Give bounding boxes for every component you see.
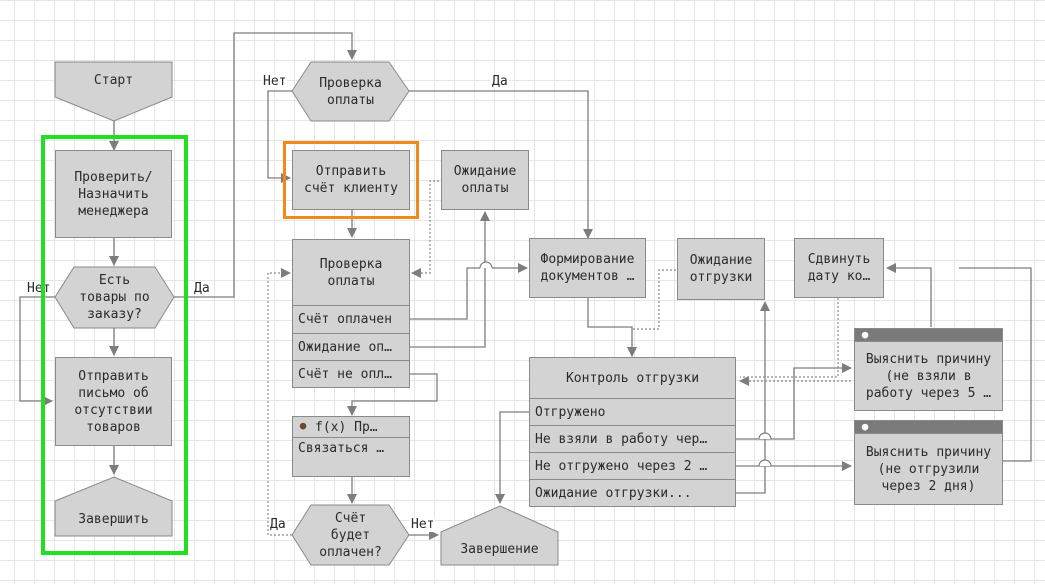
edge-label-yes-bottom: Да [269, 517, 287, 532]
edge-docs-to-control [587, 298, 637, 357]
send-invoice-box[interactable]: Отправить счёт клиенту [283, 141, 419, 219]
ship-row-shipped[interactable]: Отгружено [529, 399, 736, 426]
send-no-goods-letter-box[interactable]: Отправить письмо об отсутствии товаров [55, 357, 172, 446]
edge-paid-to-docs [410, 267, 480, 320]
finish-bottom-label: Завершение [460, 541, 539, 557]
ship-row-waiting[interactable]: Ожидание отгрузки... [529, 480, 736, 507]
pay-row-not-paid[interactable]: Счёт не опл… [292, 361, 410, 388]
edge-waitpay-return [411, 180, 439, 278]
finish-left-label: Завершить [78, 511, 149, 527]
reason1-task-bar [854, 328, 1003, 342]
edge-notpaid-to-fx [347, 373, 438, 416]
will-be-paid-label: Счёт будет оплачен? [319, 510, 382, 560]
ship-row-not-taken[interactable]: Не взяли в работу чер… [529, 426, 736, 453]
fx-task-header[interactable]: f(x) Пр… [292, 416, 410, 438]
edge-label-yes-left: Да [193, 281, 211, 296]
person-icon: ● [861, 420, 869, 433]
start-shape[interactable] [54, 61, 173, 122]
goods-decision-label: Есть товары по заказу? [79, 272, 150, 322]
finish-left-shape[interactable] [54, 476, 173, 537]
edge-pay-top-yes [409, 90, 593, 239]
finish-bottom-shape[interactable] [440, 505, 559, 566]
edge-row4-to-waitship [736, 301, 770, 494]
check-assign-manager-box[interactable]: Проверить/ Назначить менеджера [55, 150, 172, 238]
person-icon: ● [861, 328, 869, 341]
start-label: Старт [93, 72, 134, 88]
edge-reason2-to-move [959, 267, 1032, 462]
edge-shipped-to-finish [495, 411, 529, 504]
edge-row2-to-reason1 [736, 363, 852, 440]
wait-payment-box[interactable]: Ожидание оплаты [441, 150, 529, 210]
edge-reason1-to-move [886, 263, 932, 327]
fx-task-body[interactable]: Связаться … [292, 438, 410, 477]
edge-label-no-top: Нет [262, 74, 288, 89]
find-reason-2-box[interactable]: Выяснить причину (не отгрузили через 2 д… [854, 434, 1003, 505]
edge-waitship-return [627, 269, 676, 357]
edge-wait-to-waitpay [410, 211, 490, 348]
shipment-control-header[interactable]: Контроль отгрузки [529, 357, 736, 399]
reason2-task-bar [854, 420, 1003, 434]
edge-move-return [740, 298, 839, 378]
payment-check-top-label: Проверка оплаты [319, 75, 382, 108]
edge-label-no-bottom: Нет [410, 517, 436, 532]
edge-decision-yes [174, 32, 357, 298]
edge-decision-yes-return [267, 268, 292, 536]
find-reason-1-box[interactable]: Выяснить причину (не взяли в работу чере… [854, 342, 1003, 411]
move-date-box[interactable]: Сдвинуть дату ко… [794, 238, 884, 298]
pay-row-paid[interactable]: Счёт оплачен [292, 306, 410, 334]
payment-check-mid-header[interactable]: Проверка оплаты [292, 239, 410, 306]
jump-arc-2 [758, 432, 772, 440]
person-icon: ● [299, 419, 307, 432]
jump-arc-1 [479, 261, 493, 269]
edge-pay-top-no [267, 90, 292, 183]
green-selection-frame [41, 135, 188, 555]
edge-label-yes-top: Да [491, 74, 509, 89]
wait-shipment-box[interactable]: Ожидание отгрузки [677, 238, 765, 300]
edge-decision-no [19, 296, 55, 406]
ship-row-not-shipped[interactable]: Не отгружено через 2 … [529, 453, 736, 480]
form-documents-box[interactable]: Формирование документов … [529, 238, 646, 298]
pay-row-waiting[interactable]: Ожидание оп… [292, 334, 410, 361]
jump-arc-3 [758, 459, 772, 467]
